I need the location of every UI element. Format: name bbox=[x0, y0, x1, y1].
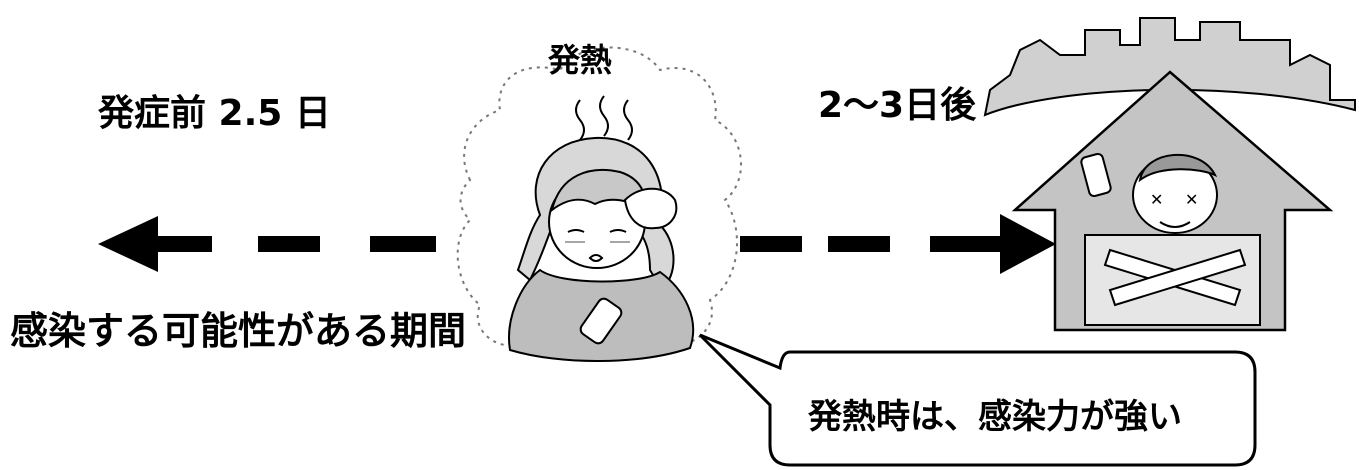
arm bbox=[1108, 248, 1247, 307]
x-eye: ✕ bbox=[1150, 190, 1163, 209]
sick-mouth bbox=[1159, 221, 1191, 228]
before-onset-label: 発症前 2.5 日 bbox=[98, 93, 331, 134]
hand bbox=[623, 187, 678, 230]
days-after-label: 2～3日後 bbox=[818, 85, 977, 126]
thermometer-icon bbox=[579, 297, 623, 345]
timeline-arrow-left bbox=[98, 216, 436, 272]
x-eye: ✕ bbox=[1185, 190, 1198, 209]
eye bbox=[609, 229, 627, 233]
dash bbox=[740, 236, 802, 252]
callout-bubble bbox=[698, 333, 1257, 467]
fever-girl-illustration bbox=[456, 46, 742, 362]
callout-text: 発熱時は、感染力が強い bbox=[808, 397, 1182, 437]
dash bbox=[370, 236, 436, 252]
dash bbox=[828, 236, 890, 252]
fever-label: 発熱 bbox=[548, 41, 613, 79]
dash bbox=[258, 236, 320, 252]
dash bbox=[150, 236, 212, 252]
city-skyline bbox=[983, 17, 1356, 117]
phone-icon bbox=[1080, 152, 1112, 198]
infectious-period-label: 感染する可能性がある期間 bbox=[10, 309, 467, 353]
left-arrowhead bbox=[98, 216, 158, 272]
mouth bbox=[588, 254, 604, 262]
house-illustration: ✕ ✕ bbox=[983, 17, 1356, 332]
heat-wave bbox=[599, 95, 609, 137]
callout-box bbox=[698, 333, 1257, 467]
timeline-arrow-right bbox=[740, 214, 1056, 274]
right-arrowhead bbox=[1000, 214, 1056, 274]
dash bbox=[930, 236, 1000, 252]
heat-wave bbox=[623, 99, 633, 141]
sick-person-hair bbox=[1138, 153, 1218, 183]
eye bbox=[567, 229, 585, 233]
heat-wave bbox=[575, 99, 585, 141]
